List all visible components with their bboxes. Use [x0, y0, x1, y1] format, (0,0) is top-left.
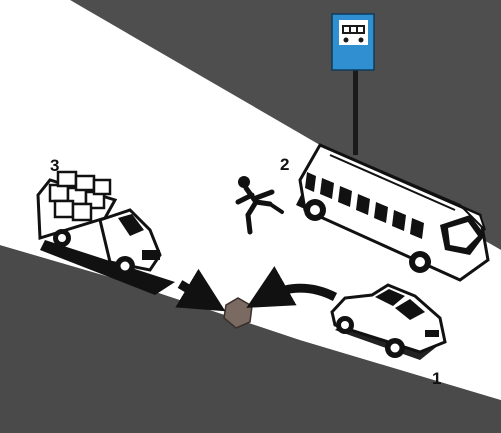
label-car-number: 1 — [432, 369, 441, 388]
bus-icon — [339, 20, 368, 45]
label-bus-number: 2 — [280, 155, 289, 174]
label-truck-number: 3 — [50, 156, 59, 175]
